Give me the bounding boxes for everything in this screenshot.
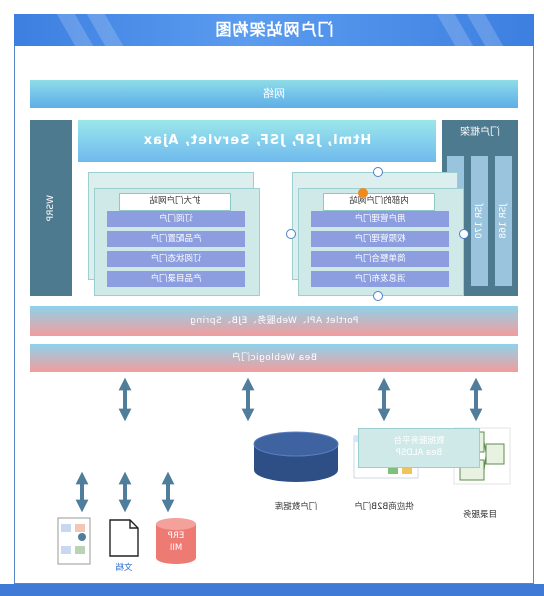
b2b-label: 供应商B2B门户 (354, 502, 414, 512)
document-label: 文档 (115, 563, 133, 573)
document-icon (109, 519, 139, 557)
erp-icon (156, 518, 196, 564)
directory-label: 目录服务 (463, 510, 498, 520)
erp-label-line2: MII (169, 543, 183, 553)
portal-db-label: 门户数据库 (274, 502, 318, 512)
data-platform-title: 数据服务平台 (393, 436, 445, 446)
erp-label: ERP MII (158, 530, 194, 554)
data-platform-product: Bea ALDSP (395, 448, 443, 458)
report-icon (57, 517, 91, 565)
data-service-platform: 数据服务平台 Bea ALDSP (358, 428, 480, 468)
erp-label-line1: ERP (167, 531, 185, 541)
database-icon (253, 431, 339, 482)
bottom-strip (0, 584, 544, 596)
